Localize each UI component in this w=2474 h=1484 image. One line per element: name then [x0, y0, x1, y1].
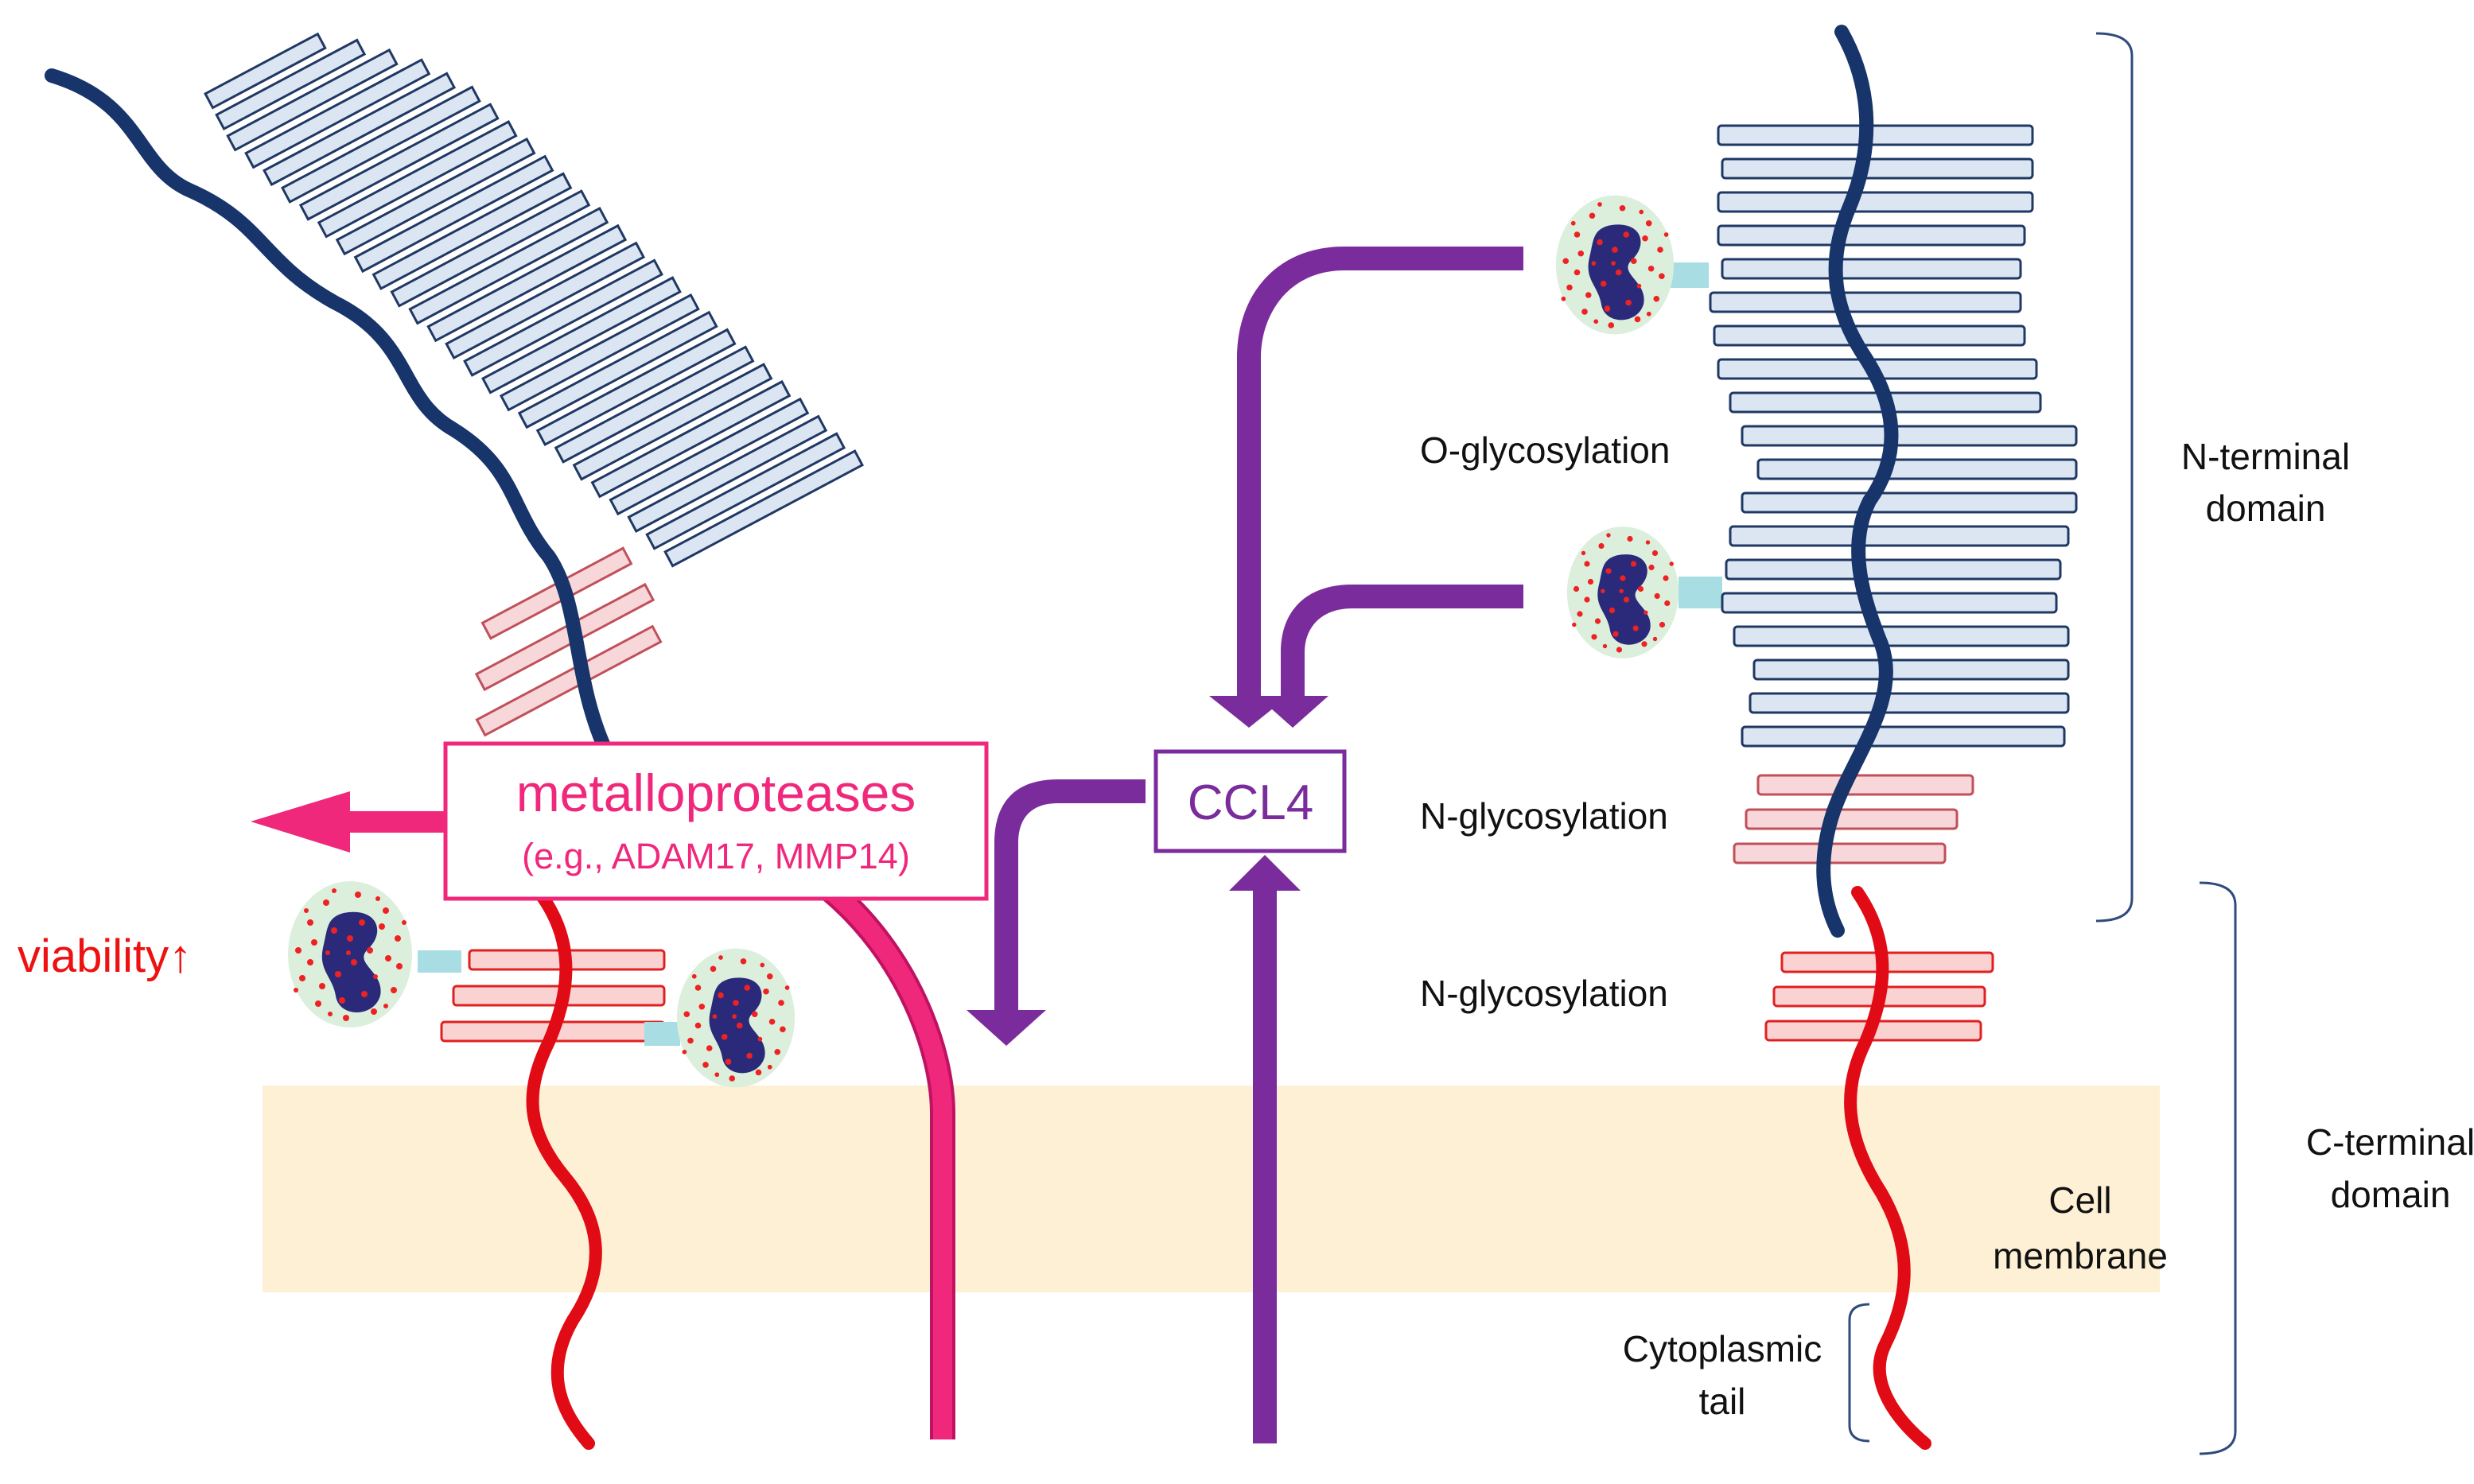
neutrophil-icon [644, 948, 795, 1088]
cytoplasmic-tail-label-line2: tail [1699, 1381, 1746, 1422]
shedding-arrow-icon [251, 791, 445, 853]
viability-label: viability↑ [18, 930, 192, 982]
n-terminal-domain-label-line1: N-terminal [2181, 436, 2350, 477]
o-glycosylation-label: O-glycosylation [1420, 429, 1670, 471]
c-terminal-domain-label-line2: domain [2331, 1174, 2451, 1215]
cytoplasmic-tail-label-line1: Cytoplasmic [1623, 1328, 1822, 1369]
cytoplasmic-bracket-icon [1848, 1303, 1870, 1443]
n-terminal-domain-label-line2: domain [2206, 488, 2326, 529]
n-glycosylation-label-lower: N-glycosylation [1420, 973, 1668, 1014]
neutrophil-icon [288, 881, 461, 1028]
ccl4-arrows [967, 247, 1523, 1443]
n-glycosylation-label-upper: N-glycosylation [1420, 795, 1668, 837]
cell-membrane-label-line2: membrane [1993, 1235, 2168, 1276]
shed-backbone-navy [45, 68, 612, 755]
cell-membrane-label-line1: Cell [2048, 1179, 2111, 1221]
n-terminal-bracket-icon [2095, 32, 2134, 923]
right-n-terminal-repeats [1709, 124, 2078, 748]
left-backbone-red [526, 888, 602, 1450]
right-backbone-red [1844, 886, 1931, 1450]
neutrophil-icon [1555, 195, 1709, 335]
ccl4-box [1153, 749, 1347, 853]
metalloproteases-examples: (e.g., ADAM17, MMP14) [522, 836, 910, 876]
neutrophil-icon [1566, 526, 1722, 658]
right-n-glycosylation-repeats [1733, 774, 1974, 864]
metalloproteases-box [443, 741, 989, 901]
c-terminal-bracket-icon [2199, 881, 2237, 1455]
c-terminal-domain-label-line1: C-terminal [2306, 1121, 2474, 1163]
metalloproteases-title: metalloproteases [516, 763, 916, 822]
shed-n-terminal-repeats [204, 32, 864, 737]
ccl4-label: CCL4 [1188, 775, 1314, 830]
right-backbone-navy [1816, 25, 1899, 938]
